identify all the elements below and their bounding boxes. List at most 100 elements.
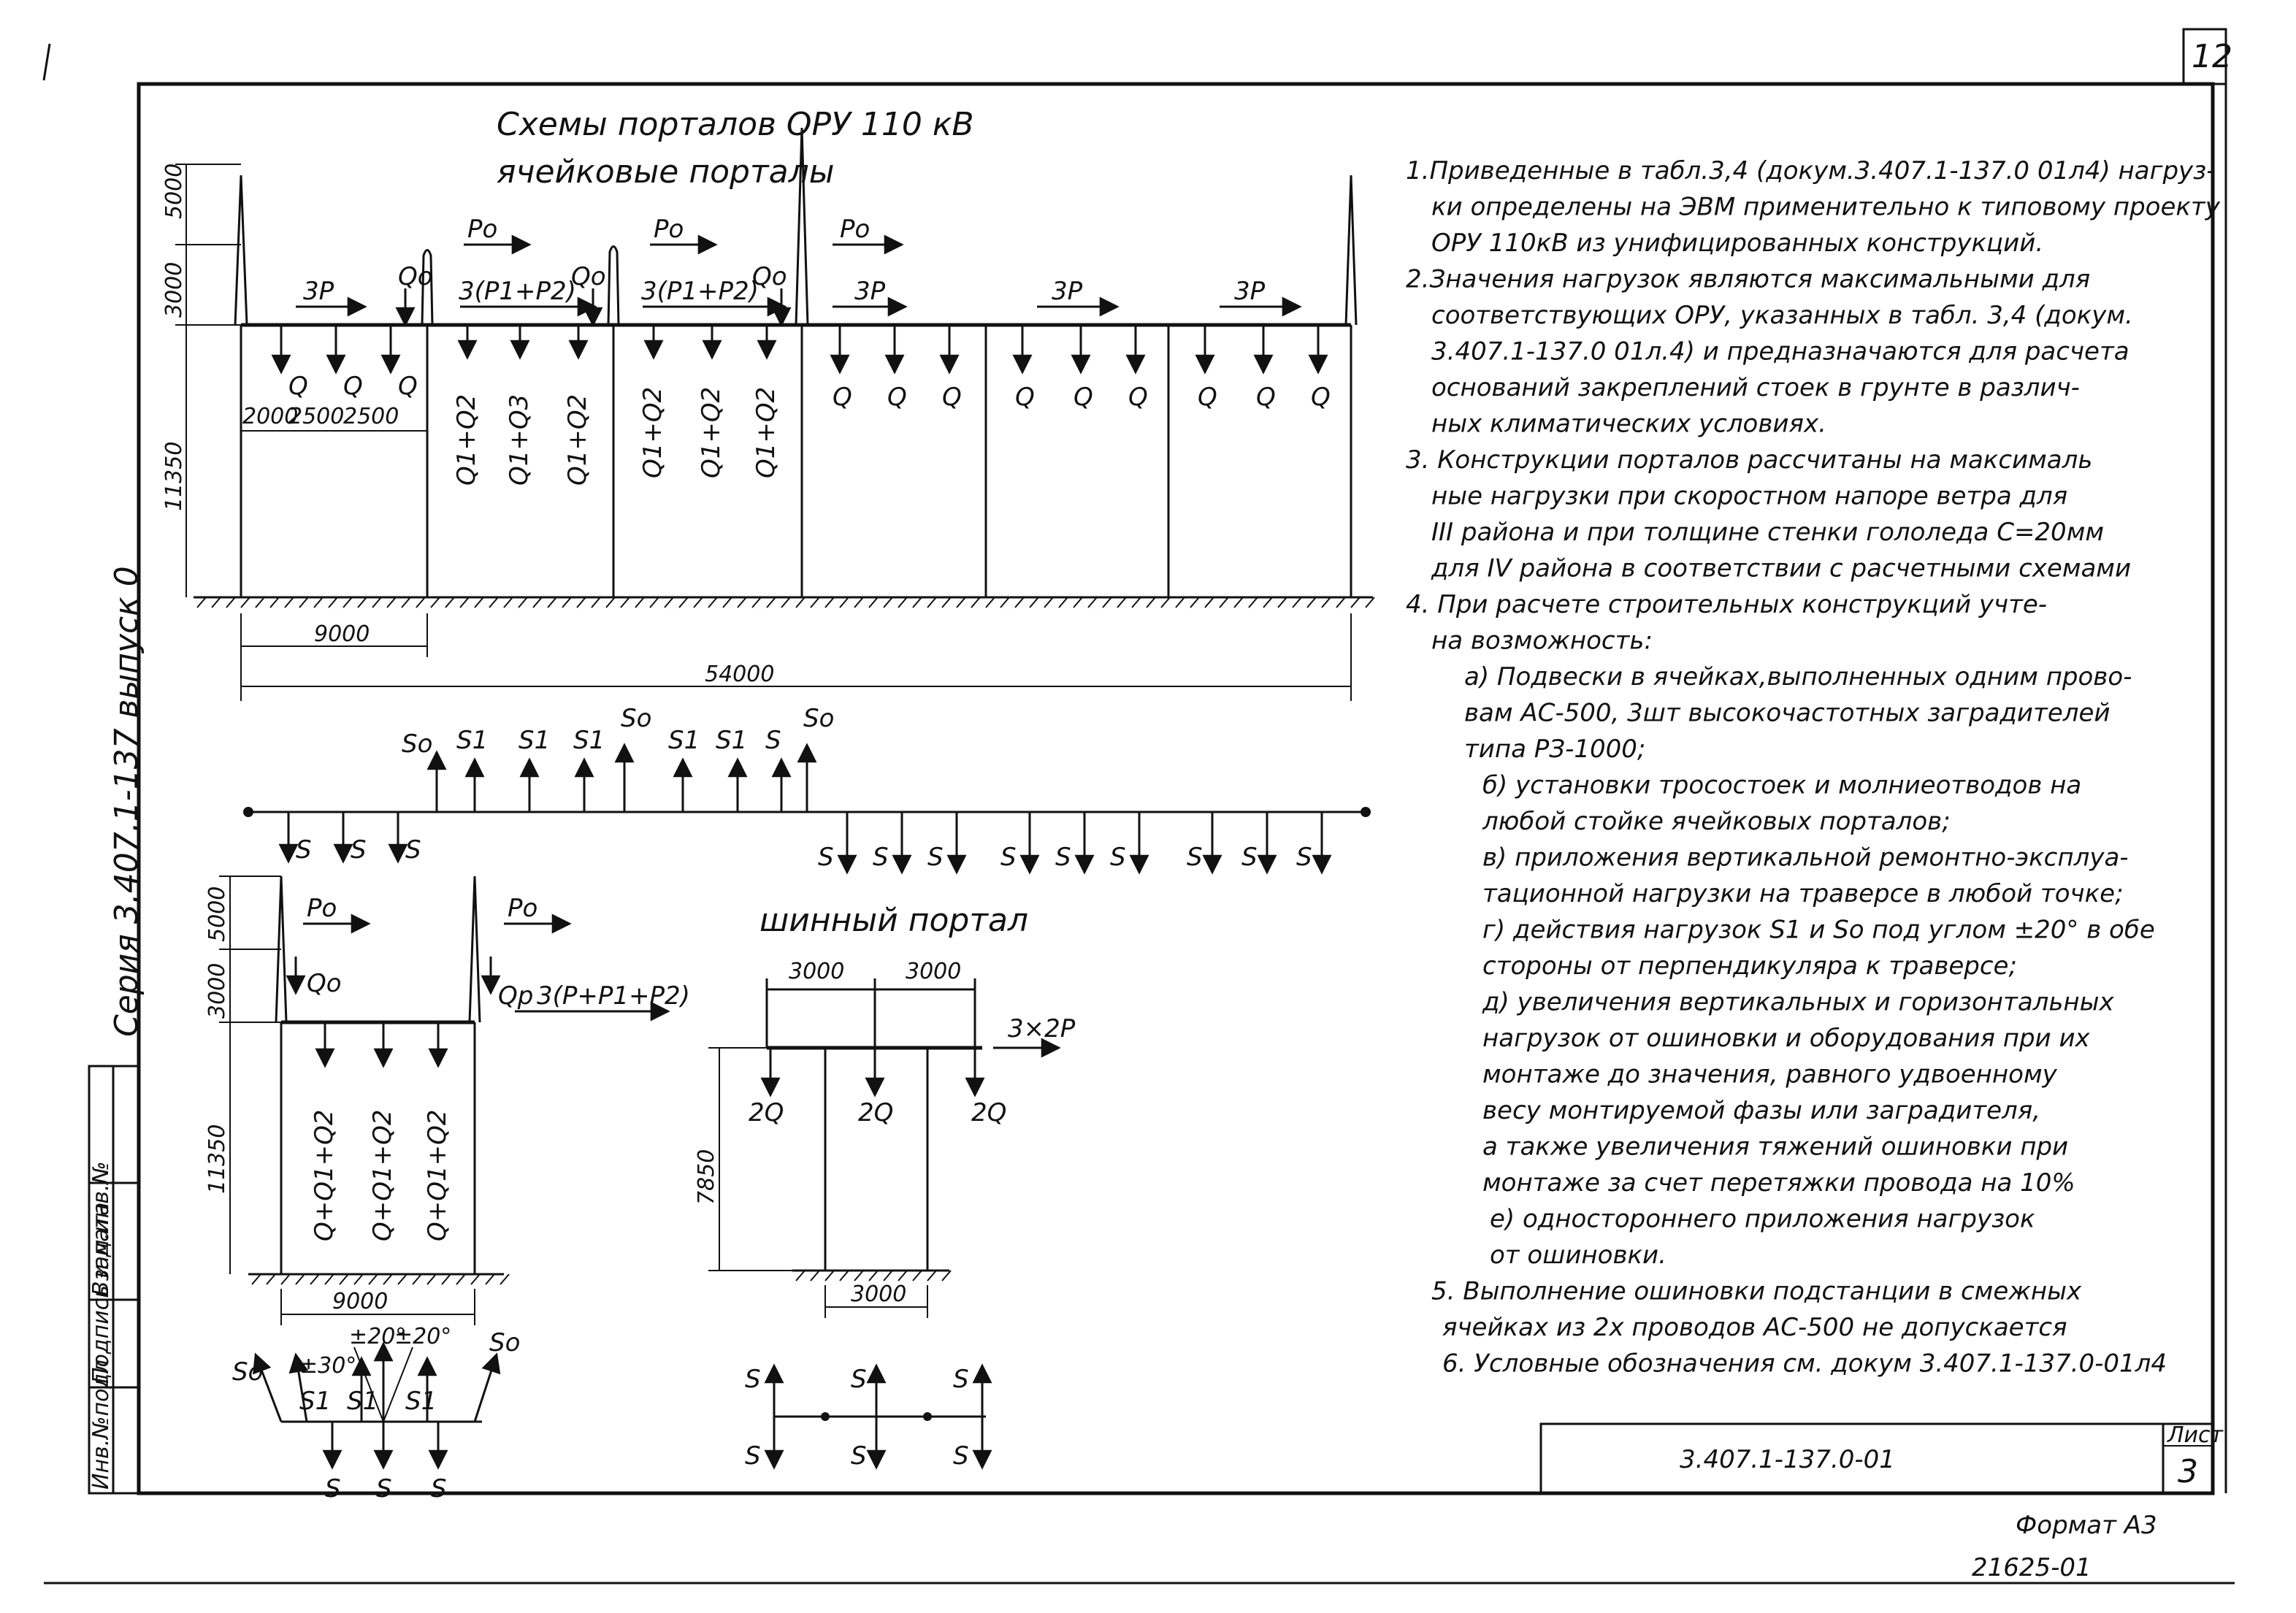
bus-portal-scheme [708,978,1061,1318]
force-s1-1: S1 [456,726,488,755]
label-span2-3: Q1+Q2 [563,394,592,486]
label-q-9: Q [1128,383,1148,412]
hatch-mark [854,1270,864,1281]
hatch-mark [1073,597,1083,608]
force-s-b8: S [1055,843,1071,872]
bp-dim-3000c: 3000 [851,1281,906,1307]
sp-angle-3: ±20° [394,1324,451,1349]
note-line: III района и при толщине стенки гололеда… [1431,518,2104,547]
hatch-mark [1190,597,1200,608]
hatch-mark [839,597,849,608]
note-line: весу монтируемой фазы или заградителя, [1482,1096,2040,1125]
hatch-mark [372,597,382,608]
label-q-10: Q [1198,383,1217,412]
hatch-mark [547,597,557,608]
hatch-mark [397,1273,407,1285]
hatch-mark [343,597,353,608]
label-po-1: Po [467,215,497,244]
hatch-mark [1306,597,1317,608]
hatch-mark [313,597,324,608]
sp-angle-1: ±30° [299,1353,356,1379]
hatch-mark [1131,597,1141,608]
note-line: оснований закреплений стоек в грунте в р… [1431,373,2080,402]
force-s-1: S [765,726,781,755]
hatch-mark [456,1273,466,1285]
hatch-mark [576,597,586,608]
hatch-mark [196,597,207,608]
hatch-mark [693,597,703,608]
hatch-mark [562,597,572,608]
note-line: ки определены на ЭВМ применительно к тип… [1431,193,2221,222]
bus-portal-force-diagram: S S S S S S [745,1363,992,1471]
hatch-mark [1175,597,1185,608]
single-portal-force-labels: So ±30° ±20° ±20° S1 S1 S1 So S S S [232,1324,520,1503]
hatch-mark [708,597,718,608]
hatch-mark [985,597,995,608]
sp-vertical-1: Q+Q1+Q2 [310,1109,339,1241]
hatch-mark [1014,597,1025,608]
label-qo-3: Qo [752,262,787,291]
force-s-b2: S [351,835,367,865]
sp-force-so-1: So [232,1357,263,1387]
stamp-column [88,1065,140,1495]
bp-dim-3000a: 3000 [789,959,844,984]
single-portal-labels: 5000 3000 11350 9000 Po Po Qo Qp 3(P+P1+… [204,886,690,1314]
format-label: Формат А3 [2016,1511,2157,1540]
hatch-mark [266,1273,276,1285]
bus-portal-title: шинный портал [759,902,1028,939]
force-so-3: So [803,704,834,733]
note-line: ных климатических условиях. [1431,410,1826,439]
hatch-mark [737,597,747,608]
cell-portal-force-diagram [243,743,1371,875]
series-side-title: Серия 3.407.1-137 выпуск 0 [108,566,145,1037]
hatch-mark [824,1270,835,1281]
label-qo-2: Qo [571,262,606,291]
note-line: 2.Значения нагрузок являются максимальны… [1406,265,2090,294]
hatch-mark [485,1273,495,1285]
hatch-mark [269,597,280,608]
label-3p-2: 3P [854,277,886,306]
note-line: стороны от перпендикуляра к траверсе; [1482,951,2017,981]
label-span2-1: Q1+Q2 [452,394,481,486]
bp-load: 3×2P [1008,1014,1076,1043]
hatch-mark [898,597,908,608]
label-span3-2: Q1+Q2 [697,387,726,478]
label-3p-3: 3P [1052,277,1083,306]
cell-portal-scheme [175,127,1373,701]
hatch-mark [1204,597,1214,608]
hatch-mark [426,1273,437,1285]
hatch-mark [868,597,879,608]
hatch-mark [1219,597,1229,608]
label-q-12: Q [1311,383,1331,412]
hatch-mark [383,1273,393,1285]
bp-force-s-4: S [745,1441,761,1471]
sp-force-s1-2: S1 [347,1387,378,1416]
note-line: 1.Приведенные в табл.3,4 (докум.3.407.1-… [1406,156,2216,185]
sp-label-po-1: Po [307,894,337,923]
hatch-mark [1087,597,1098,608]
note-line: от ошиновки. [1490,1241,1666,1270]
hatch-mark [839,1270,849,1281]
sp-dim-3000: 3000 [204,963,230,1019]
label-q-11: Q [1256,383,1276,412]
force-s-b5: S [873,843,889,872]
hatch-mark [635,597,645,608]
sp-dim-5000: 5000 [204,886,230,942]
label-3p-4: 3P [1234,277,1266,306]
list-number: 3 [2178,1453,2198,1490]
hatch-mark [386,597,397,608]
sp-force-s-3: S [431,1474,447,1503]
bp-vertical-2: 2Q [858,1098,893,1127]
sp-label-po-2: Po [508,894,537,923]
force-so-2: So [621,704,651,733]
bus-portal-labels: 3000 3000 7850 3000 3×2P 2Q 2Q 2Q [694,959,1076,1307]
force-s-b6: S [927,843,944,872]
sp-force-s-2: S [376,1474,392,1503]
label-q-2: Q [343,372,363,401]
force-s1-4: S1 [668,726,700,755]
hatch-mark [649,597,659,608]
note-line: ячейках из 2х проводов АС-500 не допуска… [1442,1313,2067,1342]
hatch-mark [912,597,922,608]
hatch-mark [226,597,236,608]
bp-dim-7850: 7850 [694,1149,719,1205]
